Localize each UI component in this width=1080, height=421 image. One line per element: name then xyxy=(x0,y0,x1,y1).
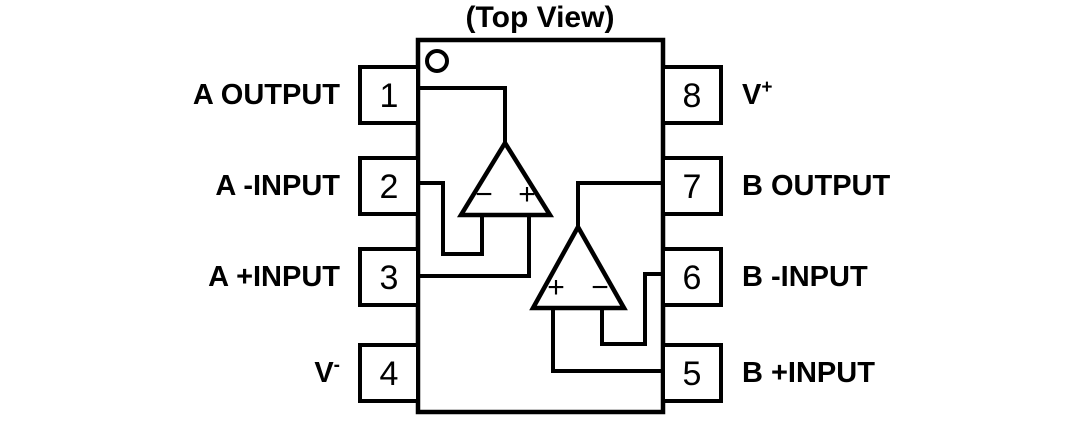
pin-label-3-text: A +INPUT xyxy=(208,261,340,293)
pin-label-6-text: B -INPUT xyxy=(742,261,868,293)
opamp-B-inverting-sign: − xyxy=(591,271,609,304)
pin-number-1: 1 xyxy=(380,77,399,115)
pin-number-3: 3 xyxy=(380,259,399,297)
pin-box-8[interactable] xyxy=(661,65,723,125)
wire-pin7-to-ampB-output xyxy=(576,181,665,229)
pin-label-2-text: A -INPUT xyxy=(215,170,340,202)
chip-body xyxy=(415,37,666,415)
pin-label-7: B OUTPUT xyxy=(742,170,891,202)
pin-label-7-text: B OUTPUT xyxy=(742,170,891,202)
pin-label-2: A -INPUT xyxy=(215,170,340,202)
pin-number-7: 7 xyxy=(683,168,702,206)
pin-box-1[interactable] xyxy=(358,65,420,125)
pin-label-4-text: V xyxy=(314,357,334,389)
pin-box-3[interactable] xyxy=(358,247,420,307)
pin-number-2: 2 xyxy=(380,168,399,206)
pin-box-7[interactable] xyxy=(661,156,723,216)
pin-box-6[interactable] xyxy=(661,247,723,307)
pin-box-2[interactable] xyxy=(358,156,420,216)
wire-pin3-to-ampA-noninverting xyxy=(416,213,531,278)
wire-pin1-to-ampA-output xyxy=(416,86,507,145)
diagram-title: (Top View) xyxy=(466,1,615,34)
pin-label-3: A +INPUT xyxy=(208,261,340,293)
wire-pin5-to-ampB-noninverting xyxy=(551,306,665,373)
opamp-B-noninverting-sign: + xyxy=(547,271,565,304)
opamp-A-triangle xyxy=(456,138,555,218)
pin-label-5: B +INPUT xyxy=(742,357,875,389)
pin-label-5-text: B +INPUT xyxy=(742,357,875,389)
opamp-A-noninverting-sign: + xyxy=(518,178,536,211)
pin-number-5: 5 xyxy=(683,355,702,393)
pin-label-4: V- xyxy=(314,355,340,389)
pin-label-1: A OUTPUT xyxy=(193,79,340,111)
opamp-A-inverting-sign: − xyxy=(475,178,493,211)
pin-label-8-superscript: + xyxy=(761,77,772,98)
pin-number-6: 6 xyxy=(683,259,702,297)
pin-label-8-text: V xyxy=(742,79,762,111)
pin-number-8: 8 xyxy=(683,77,702,115)
pin-label-8: V+ xyxy=(742,77,772,111)
pin-label-4-superscript: - xyxy=(334,355,340,376)
wire-pin6-to-ampB-inverting xyxy=(600,272,665,346)
pin-number-4: 4 xyxy=(380,355,399,393)
pin1-notch-circle-icon xyxy=(425,49,449,73)
pin-label-6: B -INPUT xyxy=(742,261,868,293)
opamp-B-triangle xyxy=(529,222,628,311)
pin-box-4[interactable] xyxy=(358,343,420,403)
pin-label-1-text: A OUTPUT xyxy=(193,79,340,111)
wire-pin2-to-ampA-inverting xyxy=(416,181,484,256)
